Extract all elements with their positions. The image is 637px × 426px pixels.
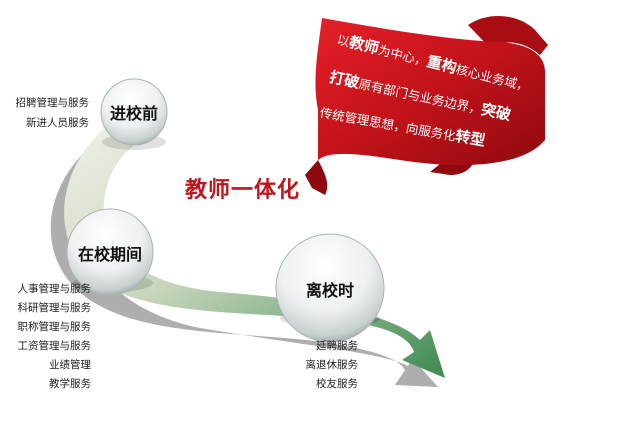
stage-ball-during — [66, 208, 154, 296]
after-item: 离退休服务 — [305, 359, 359, 371]
diagram-title: 教师一体化 — [185, 178, 301, 203]
during-item: 科研管理与服务 — [17, 302, 92, 314]
stage-label-before: 进校前 — [109, 104, 158, 123]
after-item: 校友服务 — [316, 378, 358, 390]
during-item: 职称管理与服务 — [17, 321, 92, 333]
during-item: 教学服务 — [49, 378, 91, 390]
during-item: 工资管理与服务 — [17, 340, 92, 352]
stage-label-during: 在校期间 — [77, 245, 142, 264]
stage-label-after: 离校时 — [305, 281, 354, 300]
arrow-shadow — [50, 130, 438, 387]
after-item: 延聘服务 — [316, 340, 358, 352]
stage-ball-before — [100, 78, 168, 146]
before-item: 招聘管理与服务 — [15, 97, 90, 109]
during-item: 人事管理与服务 — [17, 283, 92, 295]
stage-ball-after — [275, 233, 385, 343]
before-item: 新进人员服务 — [26, 117, 89, 129]
ribbon-banner — [305, 15, 548, 195]
during-item: 业绩管理 — [49, 359, 91, 371]
